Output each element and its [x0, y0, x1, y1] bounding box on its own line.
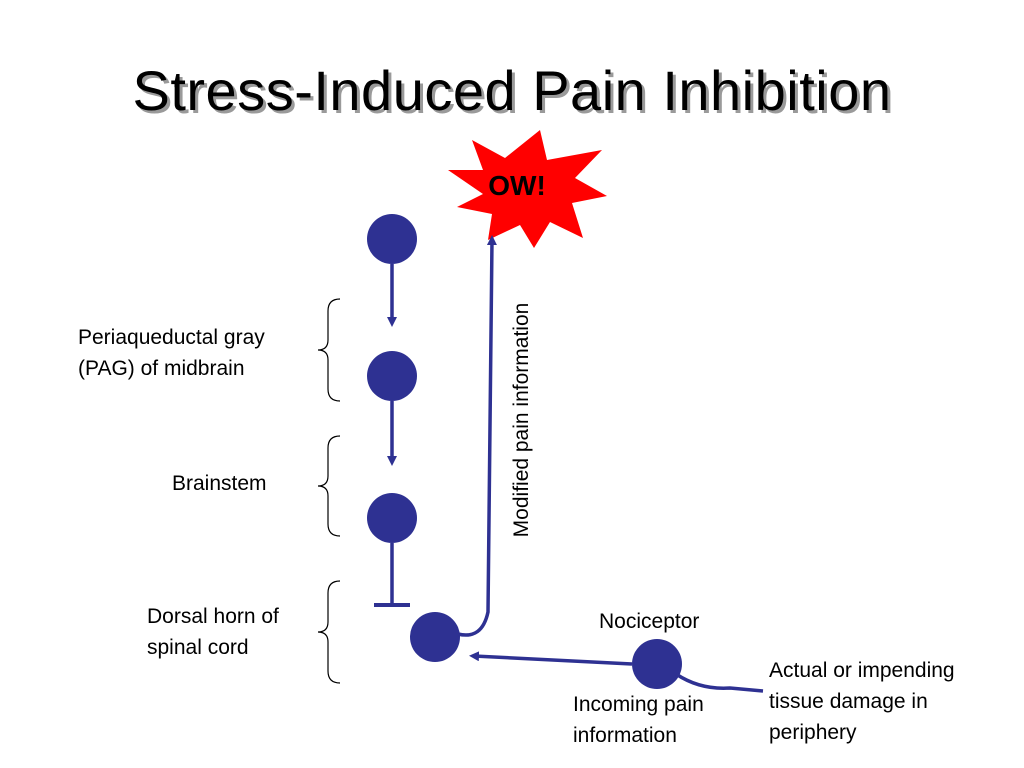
slide-title: Stress-Induced Pain Inhibition: [132, 59, 892, 122]
label-pag-line2: (PAG) of midbrain: [78, 357, 245, 380]
brace-dorsal-horn: [317, 580, 341, 684]
neuron-nociceptor: [632, 639, 682, 689]
label-modified-pain: Modified pain information: [510, 302, 533, 538]
nociceptor-axon: [675, 672, 764, 693]
neuron-dorsal-descending: [367, 493, 417, 543]
label-incoming: Incoming pain information: [573, 689, 704, 751]
label-dorsal-horn: Dorsal horn of spinal cord: [147, 601, 279, 663]
neuron-brainstem: [367, 351, 417, 401]
brace-pag: [317, 298, 341, 402]
neuron-pag: [367, 214, 417, 264]
label-tissue-line2: tissue damage in: [769, 690, 928, 713]
pain-burst-icon: [448, 130, 607, 248]
label-dorsal-horn-line1: Dorsal horn of: [147, 605, 279, 628]
label-pag-line1: Periaqueductal gray: [78, 326, 265, 349]
arrow-incoming-pain: [469, 651, 633, 666]
label-tissue-line1: Actual or impending: [769, 659, 955, 682]
label-pag: Periaqueductal gray (PAG) of midbrain: [78, 322, 265, 384]
label-incoming-line2: information: [573, 724, 677, 747]
brace-brainstem: [317, 435, 341, 537]
neuron-dorsal-horn: [410, 612, 460, 662]
label-incoming-line1: Incoming pain: [573, 693, 704, 716]
burst-text: OW!: [488, 170, 546, 201]
label-dorsal-horn-line2: spinal cord: [147, 636, 249, 659]
label-tissue-line3: periphery: [769, 721, 857, 744]
label-nociceptor: Nociceptor: [599, 610, 700, 633]
label-brainstem: Brainstem: [172, 472, 267, 495]
label-tissue-damage: Actual or impending tissue damage in per…: [769, 655, 955, 748]
arrow-modified-pain: [457, 235, 497, 637]
